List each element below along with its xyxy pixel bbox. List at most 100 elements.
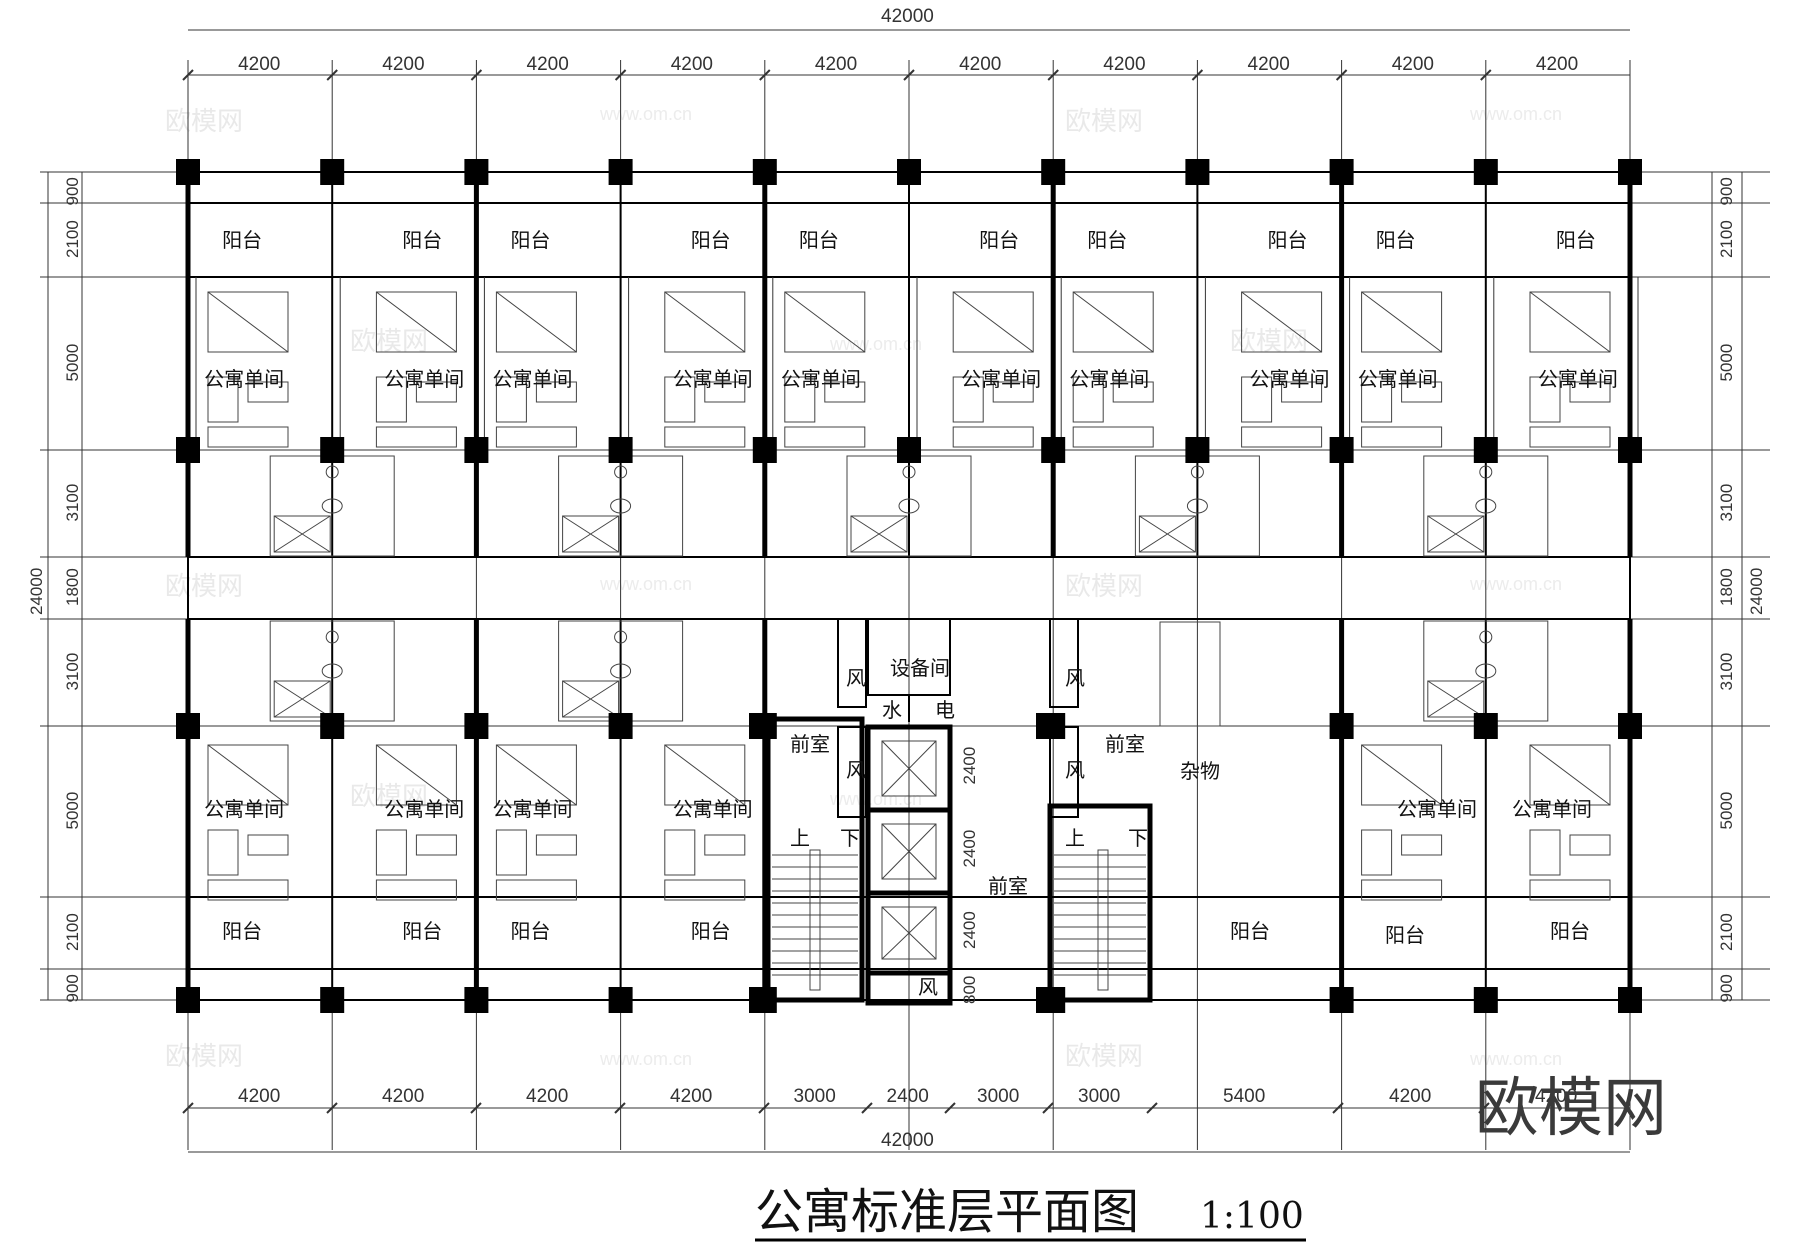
- label-unit-top-2: 公寓单间: [493, 367, 573, 391]
- dim-tick-bottom-6: [944, 1102, 956, 1114]
- column-7-0: [1185, 159, 1210, 185]
- label-balcony-bot-0: 阳台: [222, 919, 262, 943]
- column-2-3: [464, 987, 489, 1013]
- label-balcony-bot-1: 阳台: [402, 919, 442, 943]
- watermark-brand-8: 欧模网: [350, 782, 428, 812]
- label-unit-top-7: 公寓单间: [1250, 367, 1330, 391]
- drawing-title: 公寓标准层平面图: [755, 1184, 1139, 1240]
- basin-top-6: [1190, 465, 1204, 479]
- column-1-2: [320, 713, 345, 739]
- dim-top-bay-9: 4200: [1536, 54, 1578, 75]
- sofa-top-0: [207, 426, 289, 448]
- dim-tick-top-2: [470, 69, 483, 81]
- chair-top-5: [952, 376, 984, 423]
- desk-top-9: [1569, 381, 1611, 403]
- toilet-bot-0: [321, 663, 343, 679]
- column-9-2: [1473, 713, 1498, 739]
- label-wind-3: 风: [1065, 666, 1085, 690]
- bed-diag-bot-3: [664, 744, 746, 806]
- sofa-top-4: [784, 426, 866, 448]
- column-4-1: [752, 437, 777, 463]
- dim-elevator-3: 800: [960, 976, 979, 1004]
- shower-top-2: [562, 515, 620, 553]
- sofa-top-6: [1072, 426, 1154, 448]
- toilet-top-6: [1186, 498, 1208, 514]
- label-lobby-left: 前室: [790, 732, 830, 756]
- dim-row-left-5: 3100: [63, 653, 82, 691]
- shower-x2-bot-2: [562, 680, 619, 718]
- bed-bot-0: [207, 744, 289, 806]
- label-balcony-top-7: 阳台: [1268, 228, 1308, 252]
- sofa-top-1: [375, 426, 457, 448]
- dim-row-left-4: 1800: [63, 568, 82, 606]
- dim-tick-top-3: [614, 69, 627, 81]
- chair-bot-1: [375, 829, 407, 876]
- shaft-wind-left-2: [837, 726, 867, 818]
- sofa-bot-0: [207, 879, 289, 901]
- stair-right-rail: [1097, 849, 1109, 991]
- column-10-1: [1618, 437, 1642, 463]
- column-2-1: [464, 437, 489, 463]
- dim-bottom-bay-4: 3000: [794, 1086, 836, 1107]
- bed-diag-bot-0: [207, 744, 289, 806]
- watermark-brand-4: 欧模网: [165, 1042, 243, 1072]
- chair-bot-2: [495, 829, 527, 876]
- watermark-url-1: www.om.cn: [1469, 104, 1562, 124]
- elevator-x2-0: [881, 740, 937, 797]
- dim-elevator-1: 2400: [960, 830, 979, 868]
- shower-bot-8: [1427, 680, 1485, 718]
- label-down-left: 下: [840, 826, 860, 850]
- bed-diag-top-3: [664, 291, 746, 353]
- chair-bot-0: [207, 829, 239, 876]
- dim-top-bay-4: 4200: [815, 54, 857, 75]
- dim-row-right-6: 5000: [1717, 792, 1736, 830]
- dim-top-bay-0: 4200: [238, 54, 280, 75]
- dim-row-left-3: 3100: [63, 484, 82, 522]
- dim-row-right-5: 3100: [1717, 653, 1736, 691]
- bed-top-7: [1241, 291, 1323, 353]
- shaft-wind-left: [837, 618, 867, 708]
- desk-top-2: [535, 381, 577, 403]
- label-balcony-top-5: 阳台: [979, 228, 1019, 252]
- dim-bottom-bay-3: 4200: [670, 1086, 712, 1107]
- dim-bottom-bay-9: 4200: [1389, 1086, 1431, 1107]
- basin-bot-0: [325, 630, 339, 644]
- watermark-brand-5: 欧模网: [1065, 1042, 1143, 1072]
- label-lobby-center: 前室: [988, 874, 1028, 898]
- bed-diag-top-9: [1529, 291, 1611, 353]
- desk-bot-1: [415, 834, 457, 856]
- bed-top-6: [1072, 291, 1154, 353]
- dim-top-bay-3: 4200: [671, 54, 713, 75]
- dim-row-left-2: 5000: [63, 344, 82, 382]
- column-9-1: [1473, 437, 1498, 463]
- desk-top-5: [992, 381, 1034, 403]
- watermark-url-6: www.om.cn: [829, 334, 922, 354]
- dim-top-bay-1: 4200: [382, 54, 424, 75]
- basin-bot-2: [614, 630, 628, 644]
- dim-overall-left: 24000: [27, 568, 46, 615]
- column-9-0: [1473, 159, 1498, 185]
- dim-tick-top-8: [1335, 69, 1348, 81]
- dim-bottom-bay-0: 4200: [238, 1086, 280, 1107]
- dim-tick-bottom-5: [861, 1102, 873, 1114]
- bed-diag-top-5: [952, 291, 1034, 353]
- axis-grid: [40, 60, 1770, 1150]
- desk-top-6: [1112, 381, 1154, 403]
- shower-bot-0: [273, 680, 331, 718]
- shower-x2-top-4: [850, 515, 908, 553]
- label-balcony-top-2: 阳台: [511, 228, 551, 252]
- dim-row-right-8: 900: [1717, 974, 1736, 1002]
- dim-row-right-2: 5000: [1717, 344, 1736, 382]
- dim-row-right-3: 3100: [1717, 484, 1736, 522]
- dim-row-right-0: 900: [1717, 177, 1736, 205]
- dim-tick-top-7: [1191, 69, 1204, 81]
- label-wind-1: 风: [846, 666, 866, 690]
- shower-x2-top-0: [273, 515, 331, 553]
- label-unit-bot-3: 公寓单间: [673, 797, 753, 821]
- label-balcony-bot-8: 阳台: [1230, 919, 1270, 943]
- column-3-1: [608, 437, 633, 463]
- label-wind-2: 风: [846, 758, 866, 782]
- furniture-layer: [207, 291, 1611, 991]
- desk-bot-9: [1569, 834, 1611, 856]
